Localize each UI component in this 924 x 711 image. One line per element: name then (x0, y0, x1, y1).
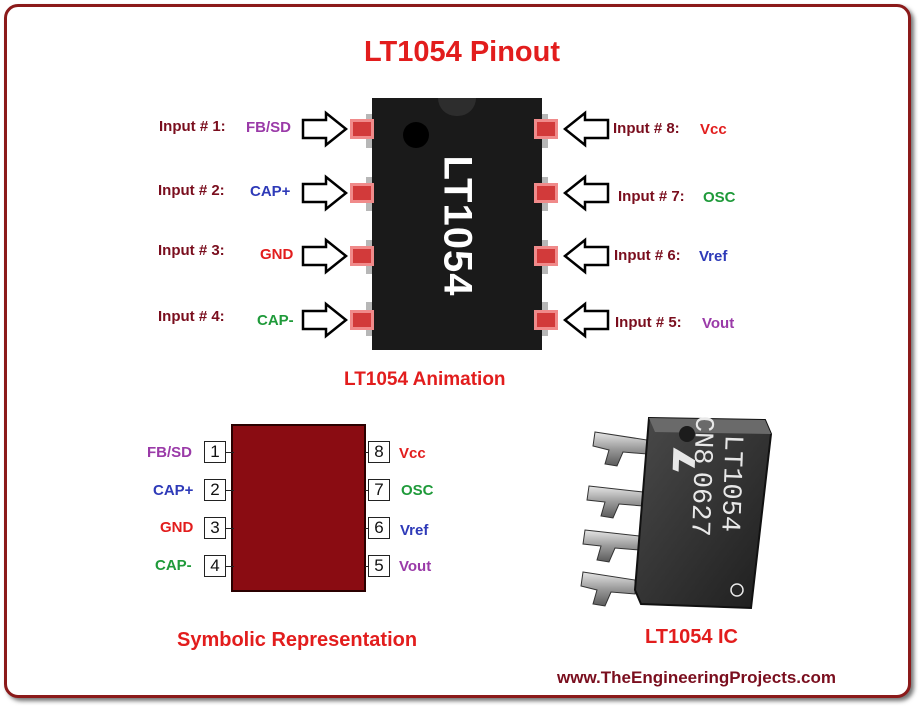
pin-5-pad (534, 310, 558, 330)
left-pin-2-label: Input # 2: (158, 182, 225, 199)
arrow-left-icon (562, 174, 610, 212)
right-pin-8-label: Input # 8: (613, 120, 680, 137)
right-pin-5-label: Input # 5: (615, 314, 682, 331)
right-pin-5-signal: Vout (702, 315, 735, 332)
symbol-pin-lead (226, 452, 234, 453)
symbol-pin-number: 4 (204, 555, 226, 577)
symbol-pin-number: 7 (368, 479, 390, 501)
arrow-left-icon (562, 110, 610, 148)
right-pin-6-signal: Vref (699, 248, 728, 265)
left-pin-2-signal: CAP+ (250, 183, 291, 200)
arrow-right-icon (301, 237, 349, 275)
symbol-right-signal: Vcc (399, 445, 426, 462)
symbol-pin-number: 3 (204, 517, 226, 539)
page-title: LT1054 Pinout (363, 36, 561, 68)
symbol-pin-lead (226, 490, 234, 491)
symbol-pin-number: 2 (204, 479, 226, 501)
left-pin-3-label: Input # 3: (158, 242, 225, 259)
arrow-right-icon (301, 174, 349, 212)
symbol-pin-number: 6 (368, 517, 390, 539)
left-pin-3-signal: GND (260, 246, 294, 263)
ic-photo-line1: LT1054 (713, 434, 746, 532)
symbol-body (231, 424, 366, 592)
arrow-right-icon (301, 110, 349, 148)
symbol-left-signal: FB/SD (147, 444, 192, 461)
symbol-right-signal: Vout (399, 558, 432, 575)
left-pin-4-label: Input # 4: (158, 308, 225, 325)
right-pin-6-label: Input # 6: (614, 247, 681, 264)
chip-body (372, 98, 542, 350)
photo-caption: LT1054 IC (645, 626, 738, 648)
symbolic-caption: Symbolic Representation (177, 629, 418, 651)
animation-caption: LT1054 Animation (344, 369, 506, 390)
pin-7-pad (534, 183, 558, 203)
linear-technology-logo (672, 447, 695, 472)
chip-notch (438, 98, 476, 116)
symbol-pin-number: 8 (368, 441, 390, 463)
symbol-right-signal: Vref (400, 522, 429, 539)
arrow-left-icon (562, 301, 610, 339)
pin-8-pad (534, 119, 558, 139)
symbol-left-signal: GND (160, 519, 194, 536)
left-pin-4-signal: CAP- (257, 312, 294, 329)
pin-1-pad (350, 119, 374, 139)
left-pin-1-signal: FB/SD (246, 119, 291, 136)
ic-photo-line2: CN8 (686, 415, 718, 465)
pin1-dot (403, 122, 429, 148)
symbol-right-signal: OSC (401, 482, 434, 499)
right-pin-8-signal: Vcc (700, 121, 727, 138)
symbol-pin-number: 5 (368, 555, 390, 577)
website-url[interactable]: www.TheEngineeringProjects.com (557, 668, 836, 687)
pin-2-pad (350, 183, 374, 203)
symbol-pin-lead (226, 566, 234, 567)
right-pin-7-signal: OSC (703, 189, 736, 206)
symbol-left-signal: CAP+ (153, 482, 194, 499)
ic-photo: LT1054 CN8 0627 (580, 415, 773, 610)
symbol-left-signal: CAP- (155, 557, 192, 574)
symbol-pin-lead (226, 528, 234, 529)
ic-photo-legs (580, 431, 648, 607)
left-pin-1-label: Input # 1: (159, 118, 226, 135)
pin-3-pad (350, 246, 374, 266)
pin-6-pad (534, 246, 558, 266)
pin-4-pad (350, 310, 374, 330)
symbol-pin-number: 1 (204, 441, 226, 463)
right-pin-7-label: Input # 7: (618, 188, 685, 205)
ic-photo-line3: 0627 (683, 471, 715, 537)
arrow-right-icon (301, 301, 349, 339)
arrow-left-icon (562, 237, 610, 275)
